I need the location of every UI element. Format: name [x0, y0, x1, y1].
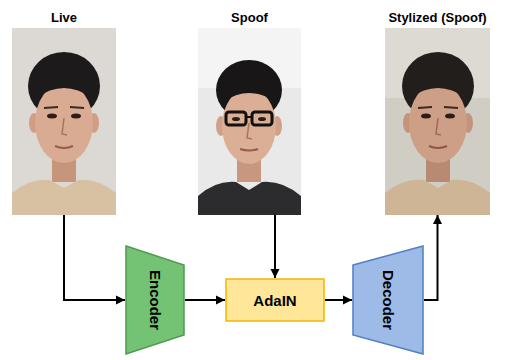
- live-photo-node: Live: [12, 8, 116, 215]
- image-title: Spoof: [198, 8, 301, 28]
- decoder-trapezoid: Decoder: [352, 245, 424, 355]
- encoder-trapezoid: Encoder: [125, 245, 185, 355]
- image-title: Live: [12, 8, 116, 28]
- arrow-head: [216, 296, 225, 305]
- flow-arrow: [274, 215, 276, 278]
- arrow-head: [343, 296, 352, 305]
- module-label: AdaIN: [253, 292, 296, 309]
- live-face-photo: [12, 28, 116, 215]
- image-title: Stylized (Spoof): [385, 8, 490, 28]
- spoof-face-photo: [198, 28, 301, 215]
- arrow-head: [271, 269, 280, 278]
- adain-box: AdaIN: [225, 278, 325, 322]
- arrow-head: [433, 215, 442, 224]
- flow-arrow: [64, 215, 125, 300]
- stylized-face-photo: [385, 28, 490, 215]
- stylized-photo-node: Stylized (Spoof): [385, 8, 490, 215]
- module-label: Decoder: [380, 270, 397, 330]
- module-label: Encoder: [147, 270, 164, 330]
- spoof-photo-node: Spoof: [198, 8, 301, 215]
- flow-arrow: [424, 215, 438, 300]
- arrow-head: [116, 296, 125, 305]
